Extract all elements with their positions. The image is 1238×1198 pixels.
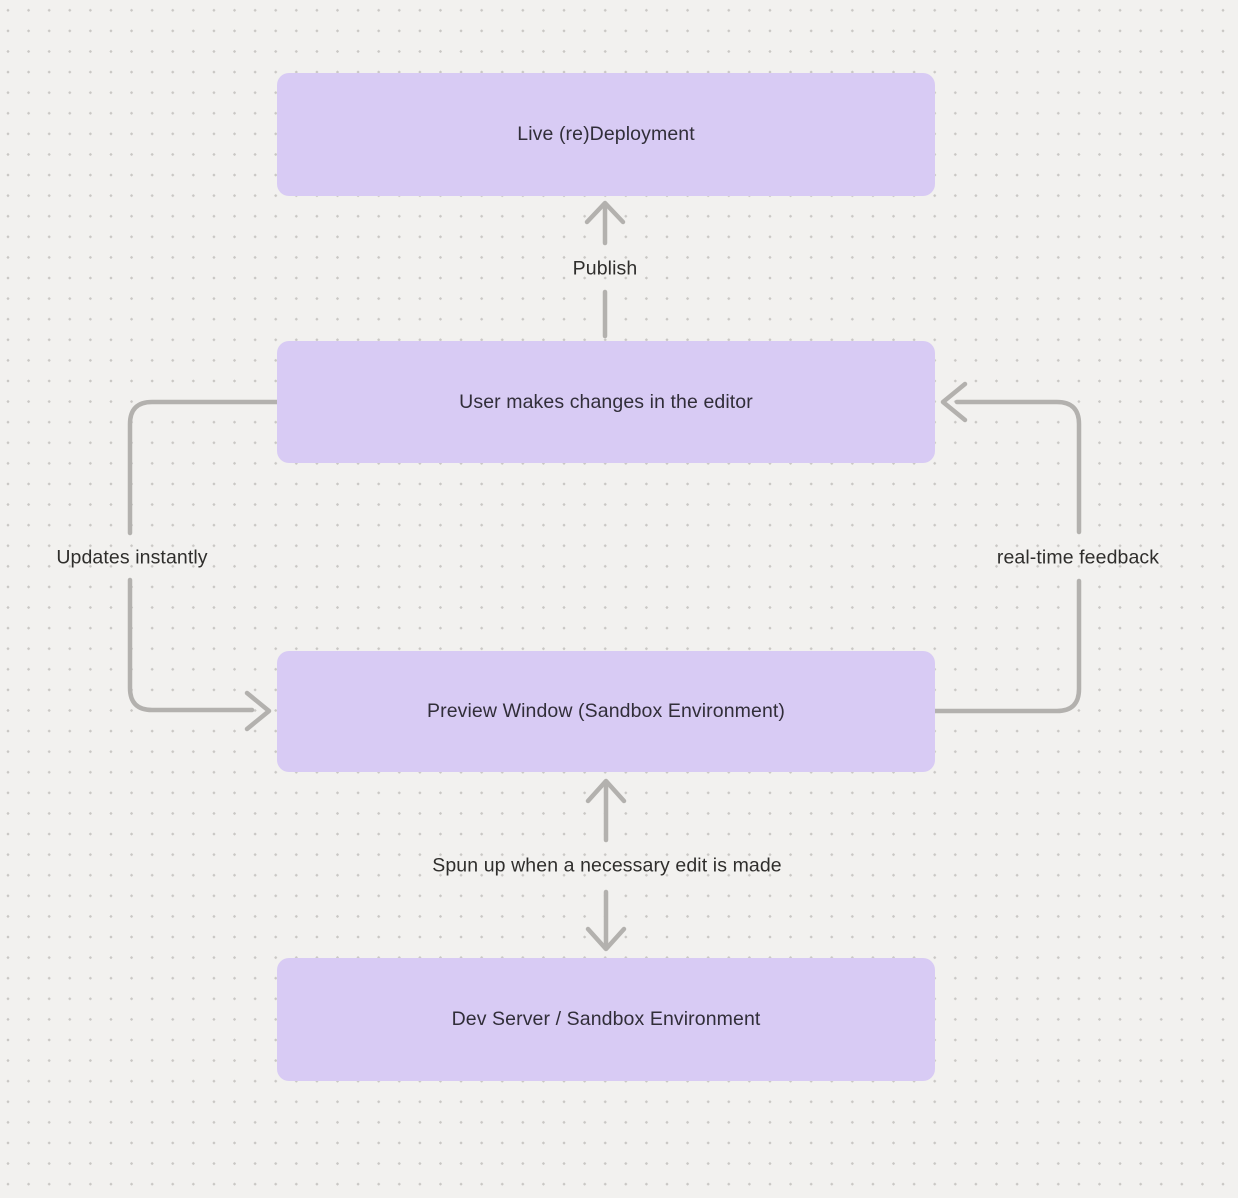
edge-spun-up[interactable] — [585, 778, 627, 952]
edge-updates-instantly[interactable] — [127, 399, 280, 732]
node-dev-server-label: Dev Server / Sandbox Environment — [451, 1008, 761, 1030]
edge-label-publish[interactable]: Publish — [572, 257, 638, 280]
arrowhead-up — [585, 778, 627, 804]
arrowhead-up — [584, 200, 626, 225]
edge-label-spun-up[interactable]: Spun up when a necessary edit is made — [432, 854, 782, 877]
node-preview-window[interactable]: Preview Window (Sandbox Environment) — [277, 651, 935, 772]
node-dev-server[interactable]: Dev Server / Sandbox Environment — [277, 958, 935, 1081]
edge-publish[interactable] — [584, 200, 626, 339]
node-user-editor-label: User makes changes in the editor — [459, 390, 753, 413]
node-live-redeployment[interactable]: Live (re)Deployment — [277, 73, 935, 196]
node-preview-window-label: Preview Window (Sandbox Environment) — [427, 700, 785, 722]
arrowhead-left — [940, 381, 968, 423]
edge-label-updates-instantly[interactable]: Updates instantly — [56, 546, 208, 569]
edge-updates-lower-segment — [127, 577, 255, 713]
arrowhead-down — [585, 926, 627, 952]
node-live-redeployment-label: Live (re)Deployment — [517, 123, 695, 145]
edge-realtime-lower-segment — [932, 578, 1082, 714]
edge-label-realtime-feedback[interactable]: real-time feedback — [996, 546, 1160, 569]
edge-realtime-feedback[interactable] — [932, 381, 1082, 714]
edge-realtime-upper-segment — [954, 399, 1082, 535]
arrowhead-right — [244, 690, 272, 732]
node-user-editor[interactable]: User makes changes in the editor — [277, 341, 935, 463]
edge-updates-upper-segment — [127, 399, 280, 536]
